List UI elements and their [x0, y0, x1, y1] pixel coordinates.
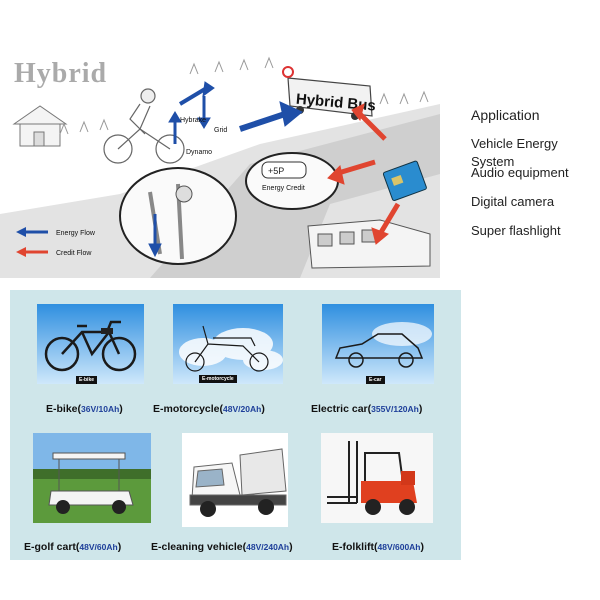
- car-icon: [322, 304, 434, 384]
- cleaning-vehicle-icon: [182, 433, 288, 527]
- vehicle-name: E-folklift: [332, 541, 374, 553]
- vehicle-caption: E-golf cart(48V/60Ah): [24, 541, 122, 553]
- vehicle-applications-panel: E-bike E-motorcycle E-car E-bike(36V/10A…: [10, 290, 461, 560]
- vehicle-spec: 355V/120Ah: [371, 404, 419, 414]
- application-title: Application: [471, 107, 540, 123]
- dynamo-label: Dynamo: [186, 149, 212, 156]
- vehicle-caption: E-folklift(48V/600Ah): [332, 541, 424, 553]
- e-motorcycle-tag: E-motorcycle: [199, 375, 237, 383]
- vehicle-spec: 48V/60Ah: [79, 542, 118, 552]
- vehicle-spec: 48V/20Ah: [223, 404, 262, 414]
- vehicle-caption: Electric car(355V/120Ah): [311, 403, 423, 415]
- vehicle-caption: E-motorcycle(48V/20Ah): [153, 403, 265, 415]
- energy-credit-zoom-circle: [245, 152, 339, 210]
- golf-cart-icon: [33, 433, 151, 523]
- legend: Energy Flow Credit Flow: [16, 227, 96, 257]
- energy-credit-label: Energy Credit: [262, 185, 305, 192]
- vehicle-name: E-cleaning vehicle: [151, 541, 243, 553]
- application-item: Vehicle Energy System: [471, 136, 558, 169]
- vehicle-name: E-bike: [46, 403, 78, 415]
- application-list: Application Vehicle Energy System Audio …: [471, 106, 600, 251]
- vehicle-spec: 48V/600Ah: [377, 542, 421, 552]
- hybrid-logo: Hybrid: [14, 58, 107, 89]
- application-item: Super flashlight: [471, 223, 561, 238]
- legend-credit-flow: Credit Flow: [56, 250, 92, 257]
- power-lines-icon: [59, 56, 429, 135]
- vehicle-name: Electric car: [311, 403, 368, 415]
- hybrid-logo-text: Hybrid: [14, 58, 107, 89]
- application-item: Digital camera: [471, 194, 555, 209]
- energy-flow-arrows: [148, 81, 303, 258]
- legend-energy-flow: Energy Flow: [56, 230, 96, 237]
- bicycle-icon: [37, 304, 144, 384]
- vehicle-name: E-golf cart: [24, 541, 76, 553]
- hybrid-energy-diagram: Hybrid Hybrid Bus: [0, 44, 440, 278]
- vehicle-spec: 48V/240Ah: [246, 542, 290, 552]
- vehicle-spec: 36V/10Ah: [81, 404, 120, 414]
- train-icon: [307, 219, 431, 269]
- smart-card-icon: [382, 160, 427, 202]
- credit-flow-arrows: [327, 103, 401, 245]
- application-item: Audio equipment: [471, 165, 569, 180]
- credit-value: +5P: [268, 166, 284, 176]
- cyclist-icon: [103, 88, 185, 164]
- vehicle-caption: E-bike(36V/10Ah): [46, 403, 123, 415]
- hybrake-label: Hybrake: [180, 117, 206, 124]
- motorcycle-icon: [173, 304, 283, 384]
- forklift-icon: [321, 433, 433, 523]
- grid-label: Grid: [214, 127, 227, 134]
- vehicle-name: E-motorcycle: [153, 403, 220, 415]
- e-bike-tag: E-bike: [76, 376, 98, 384]
- e-car-tag: E-car: [366, 376, 385, 384]
- hybrid-bus-icon: Hybrid Bus: [282, 66, 376, 120]
- house-icon: [12, 105, 68, 147]
- vehicle-caption: E-cleaning vehicle(48V/240Ah): [151, 541, 293, 553]
